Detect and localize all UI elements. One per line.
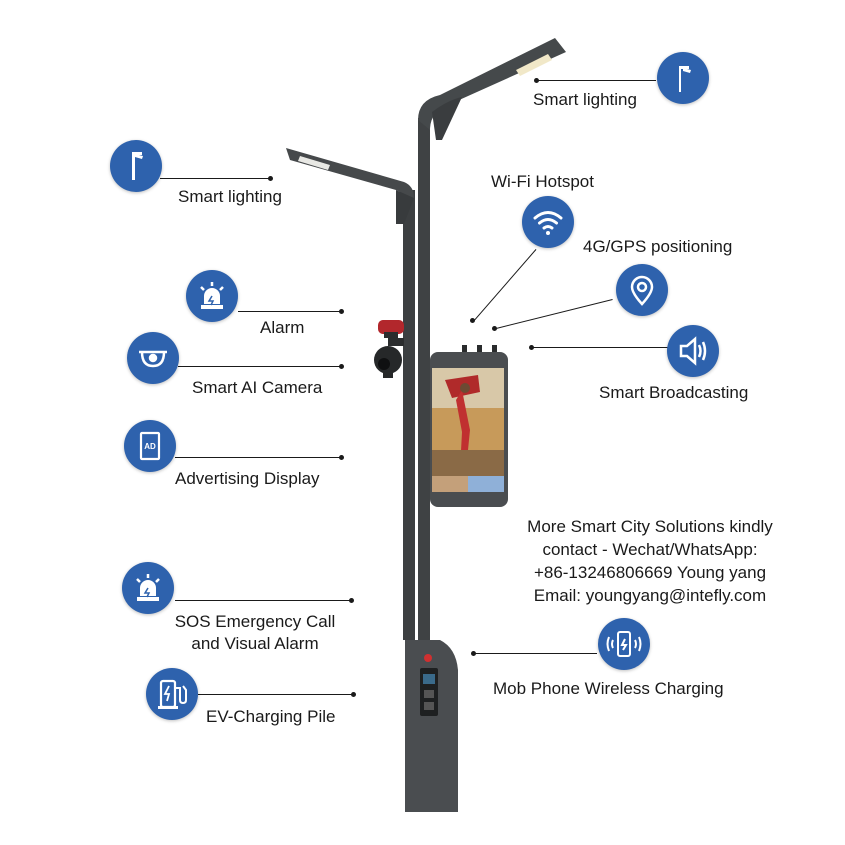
label-smart-lighting-top: Smart lighting [533,90,637,109]
leader-dot [529,345,534,350]
contact-line1: More Smart City Solutions kindly [527,517,773,536]
phone-wireless-charging-icon [598,618,650,670]
leader-dot [471,651,476,656]
label-smart-lighting-left: Smart lighting [178,187,282,206]
leader-line [175,600,351,601]
leader-dot [349,598,354,603]
label-wifi-hotspot: Wi-Fi Hotspot [491,172,594,191]
ev-charger-icon [146,668,198,720]
contact-phone: +86-13246806669 Young yang [533,563,767,582]
leader-line [475,653,597,654]
leader-dot [339,455,344,460]
label-ai-camera: Smart AI Camera [192,378,323,397]
label-alarm: Alarm [260,318,305,337]
leader-dot [268,176,273,181]
contact-email: Email: youngyang@intefly.com [533,586,767,605]
upper-arm [418,38,566,130]
contact-line2: contact - Wechat/WhatsApp: [542,540,758,559]
dome-camera-icon [127,332,179,384]
label-sos-line1: SOS Emergency Call [174,612,336,631]
label-sos-line2: and Visual Alarm [191,634,319,653]
left-arm-light [298,156,330,170]
leader-line [160,178,272,179]
label-advertising: Advertising Display [175,469,320,488]
leader-line [198,694,353,695]
leader-dot [339,364,344,369]
location-pin-icon [616,264,668,316]
leader-line [175,457,341,458]
leader-line [538,80,656,81]
label-sos: SOS Emergency Call and Visual Alarm [160,611,350,655]
speaker-icon [667,325,719,377]
main-pole [418,118,430,640]
leader-line [178,366,341,367]
wifi-icon [522,196,574,248]
sos-siren-icon [122,562,174,614]
leader-dot [470,318,475,323]
upper-arm-light [516,54,552,76]
street-lamp-icon [657,52,709,104]
leader-line [238,311,342,312]
ad-icon-text: AD [144,442,156,451]
label-broadcasting: Smart Broadcasting [599,383,749,402]
street-lamp-icon [110,140,162,192]
pole-base [405,640,458,812]
label-ev-charging: EV-Charging Pile [206,707,336,726]
leader-dot [492,326,497,331]
label-gps: 4G/GPS positioning [583,237,733,256]
secondary-pole [403,190,415,640]
leader-line [532,347,668,348]
left-arm [286,148,414,198]
leader-dot [534,78,539,83]
label-wireless-charging: Mob Phone Wireless Charging [493,679,724,698]
alarm-beacon [378,320,404,334]
ad-display-icon: AD [124,420,176,472]
leader-dot [339,309,344,314]
sos-button [424,654,432,662]
leader-dot [351,692,356,697]
siren-icon [186,270,238,322]
contact-info: More Smart City Solutions kindly contact… [505,515,795,607]
